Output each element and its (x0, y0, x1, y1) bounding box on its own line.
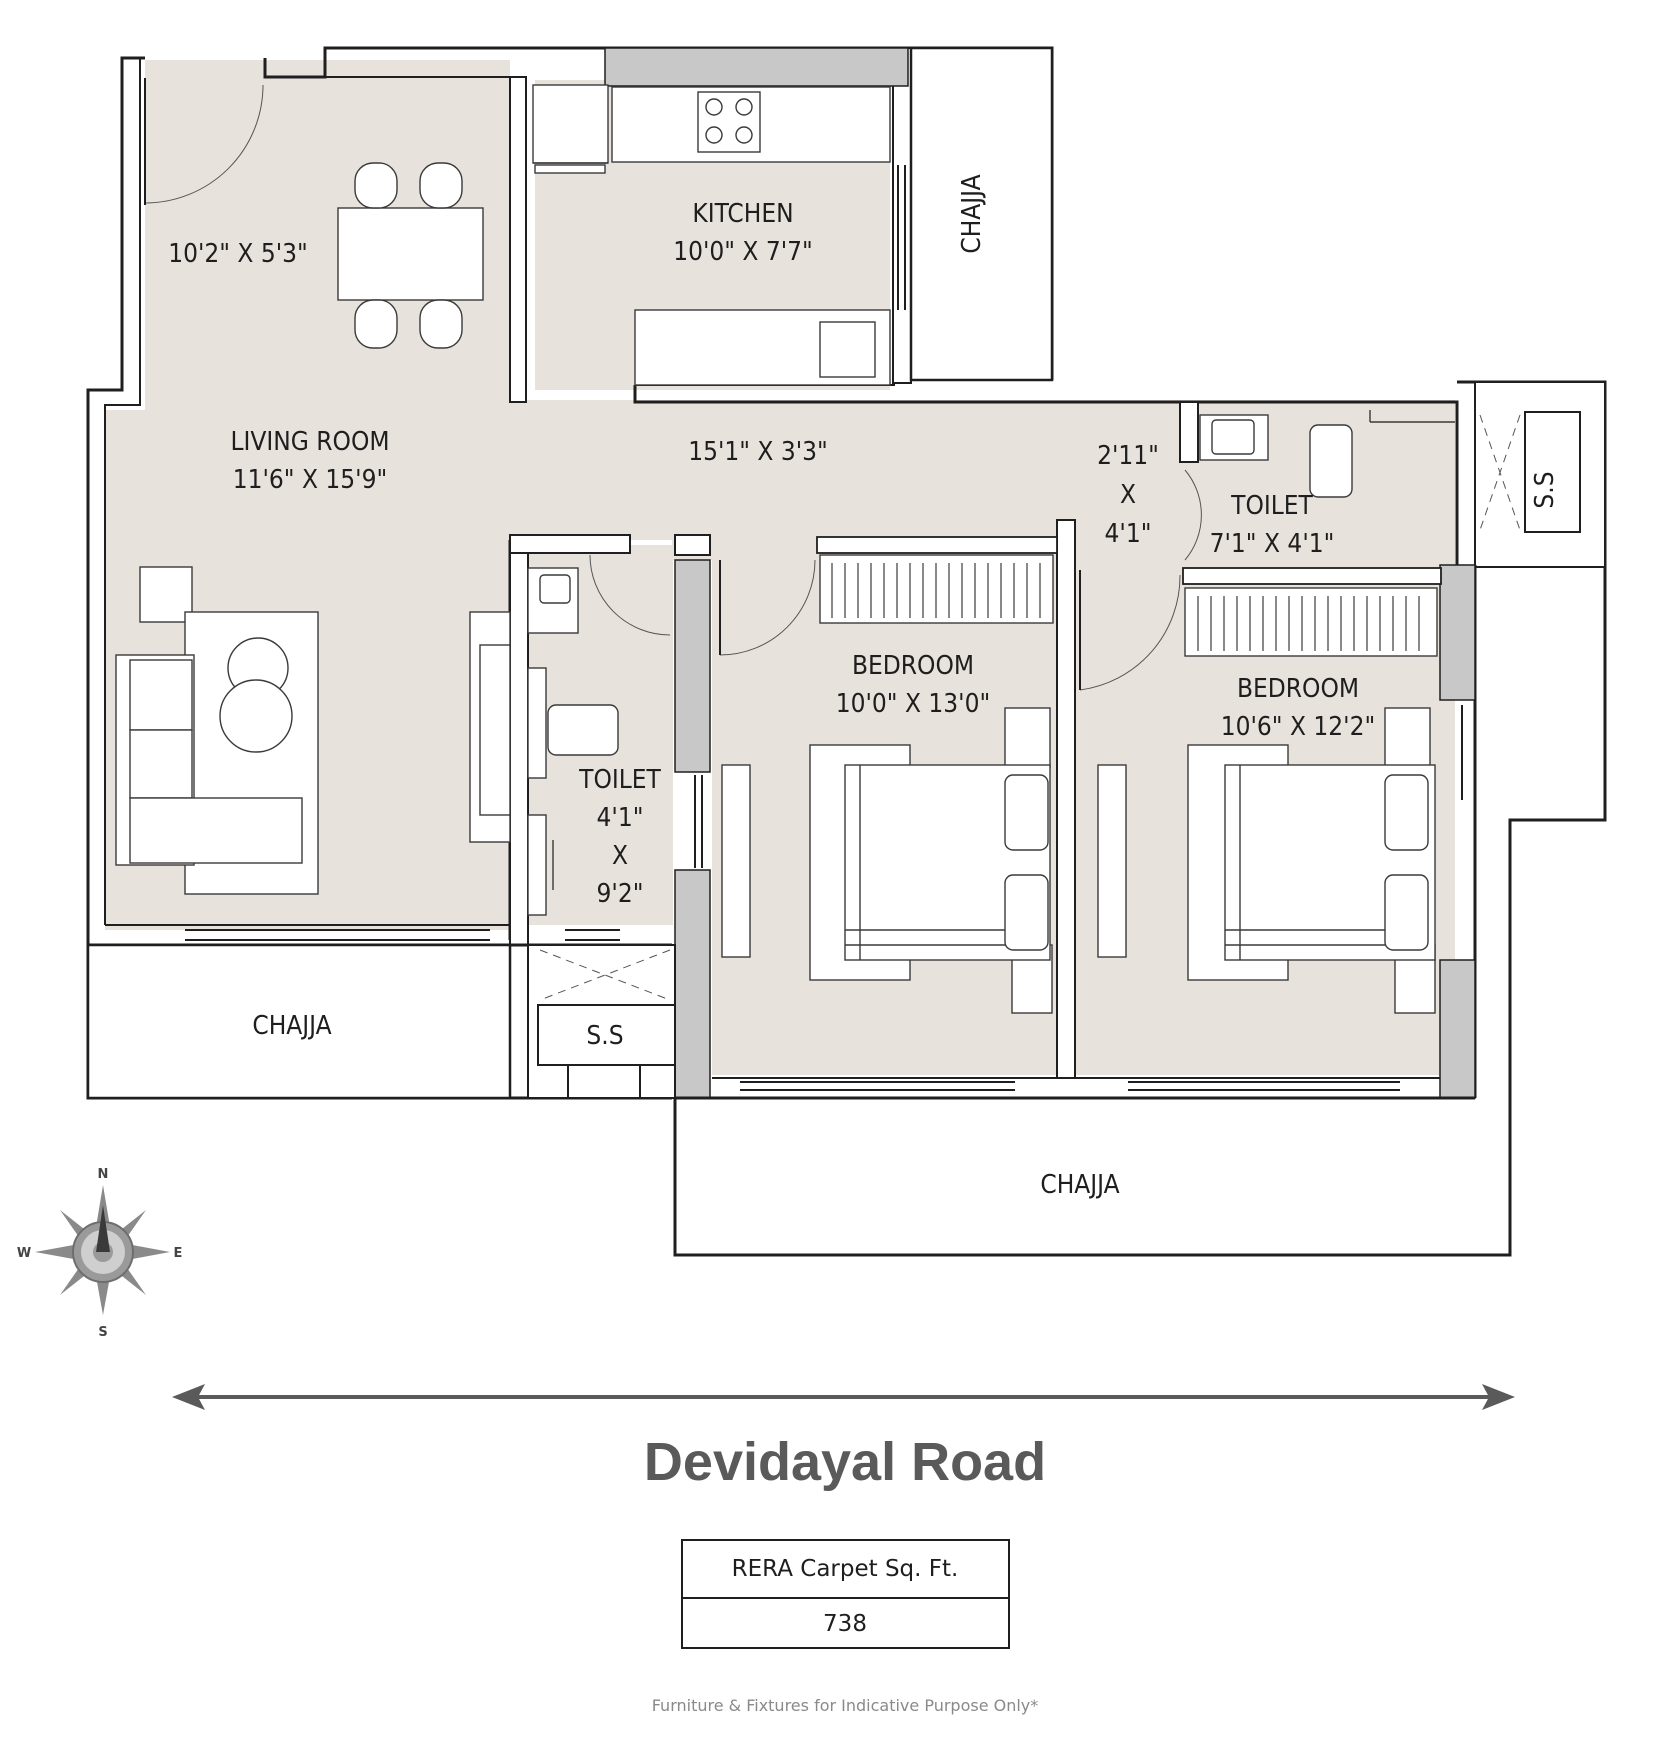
wardrobe-lines-2 (1197, 596, 1420, 651)
kitchen-name: KITCHEN (692, 199, 793, 229)
ss-bottom-label: S.S (586, 1021, 623, 1051)
furniture (115, 84, 1455, 1014)
living-room-dimension: 11'6" X 15'9" (233, 465, 388, 495)
passage-dimension: 15'1" X 3'3" (688, 437, 828, 467)
area-table-header: RERA Carpet Sq. Ft. (732, 1556, 959, 1582)
road-name: Devidayal Road (644, 1432, 1046, 1492)
bedroom-1-dimension: 10'0" X 13'0" (836, 689, 991, 719)
compass-rose-icon: N S E W (17, 1167, 183, 1340)
small-dimension-2: 4'1" (1105, 519, 1152, 549)
chajja-bottom-left-label: CHAJJA (252, 1011, 331, 1041)
area-table-value: 738 (823, 1611, 867, 1637)
footer-note: Furniture & Fixtures for Indicative Purp… (652, 1696, 1039, 1715)
road-direction-arrow-icon (172, 1384, 1515, 1410)
walls (86, 46, 1607, 1257)
bedroom-1-name: BEDROOM (852, 651, 974, 681)
small-dimension-x: X (1120, 480, 1136, 510)
dining-dimension: 10'2" X 5'3" (168, 239, 308, 269)
toilet-2-dimension: 7'1" X 4'1" (1210, 529, 1335, 559)
bedroom-2-name: BEDROOM (1237, 674, 1359, 704)
kitchen-dimension: 10'0" X 7'7" (673, 237, 813, 267)
ss-right-label: S.S (1530, 471, 1560, 508)
wardrobe-lines-1 (831, 563, 1041, 618)
compass-south-label: S (98, 1325, 107, 1340)
compass-east-label: E (174, 1246, 183, 1261)
chajja-bottom-label: CHAJJA (1040, 1170, 1119, 1200)
toilet-1-dimension-1: 4'1" (597, 803, 644, 833)
toilet-1-dimension-2: 9'2" (597, 879, 644, 909)
toilet-1-name: TOILET (578, 765, 661, 795)
toilet-1-dimension-x: X (612, 841, 628, 871)
area-table: RERA Carpet Sq. Ft. 738 (681, 1539, 1010, 1649)
chajja-top-label: CHAJJA (957, 174, 987, 253)
toilet-2-name: TOILET (1230, 491, 1313, 521)
bedroom-2-dimension: 10'6" X 12'2" (1221, 712, 1376, 742)
room-labels: 10'2" X 5'3" KITCHEN 10'0" X 7'7" CHAJJA… (168, 174, 1560, 1200)
compass-west-label: W (17, 1246, 31, 1261)
compass-north-label: N (98, 1167, 109, 1182)
living-room-name: LIVING ROOM (230, 427, 389, 457)
small-dimension-1: 2'11" (1097, 441, 1159, 471)
